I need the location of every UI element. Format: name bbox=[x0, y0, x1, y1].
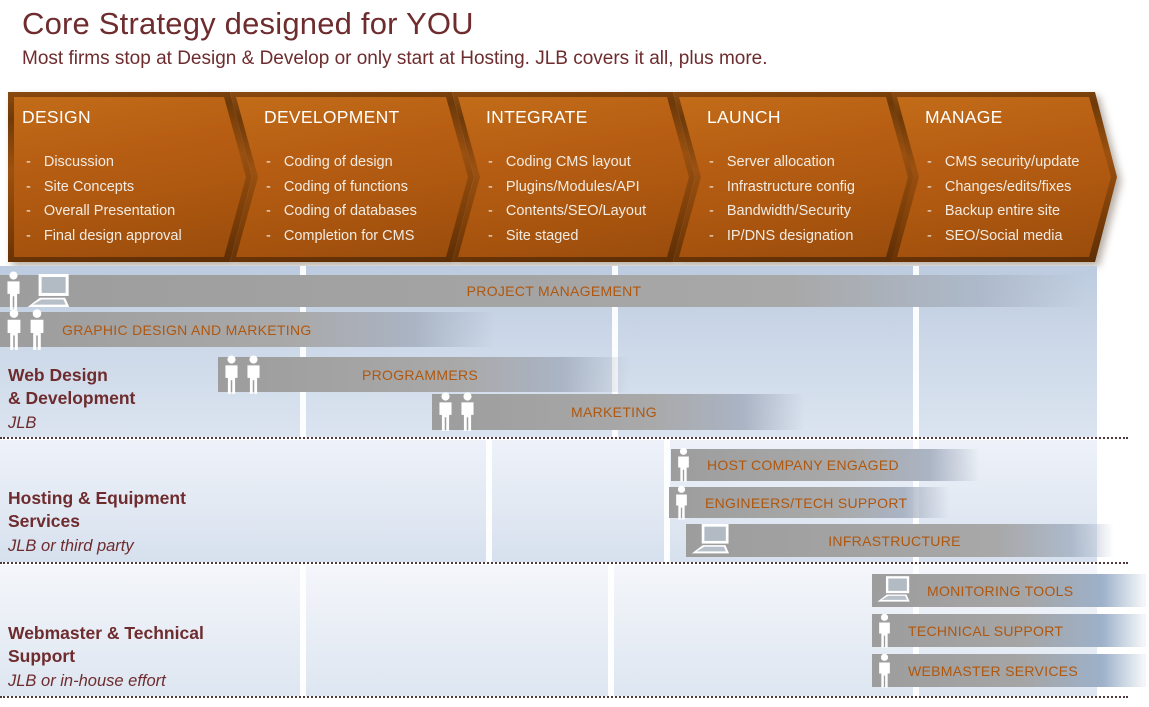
bar-label: PROGRAMMERS bbox=[361, 366, 479, 383]
person-icon bbox=[5, 271, 22, 311]
phase-chevron-launch: LAUNCH Server allocation Infrastructure … bbox=[673, 92, 914, 262]
bar-marketing: MARKETING bbox=[432, 394, 812, 430]
person-icon bbox=[5, 309, 23, 351]
bar-infrastructure: INFRASTRUCTURE bbox=[686, 524, 1118, 557]
bar-label: MONITORING TOOLS bbox=[927, 582, 1074, 599]
phase-chevron-development: DEVELOPMENT Coding of design Coding of f… bbox=[230, 92, 474, 262]
section-note: JLB or third party bbox=[8, 537, 134, 555]
phase-item: Server allocation bbox=[709, 150, 906, 175]
bar-project-management: PROJECT MANAGEMENT bbox=[0, 275, 1097, 307]
person-icon bbox=[459, 392, 476, 432]
phase-item: IP/DNS designation bbox=[709, 224, 906, 249]
phase-item: CMS security/update bbox=[927, 150, 1109, 175]
phase-item: Contents/SEO/Layout bbox=[488, 199, 687, 224]
phase-item: Site Concepts bbox=[26, 175, 244, 200]
section-note: JLB bbox=[8, 414, 37, 432]
person-icon bbox=[877, 653, 892, 689]
divider-dotted bbox=[0, 696, 1128, 698]
person-icon bbox=[877, 613, 892, 649]
phase-item: Coding of functions bbox=[266, 175, 466, 200]
bar-graphic-design-marketing: GRAPHIC DESIGN AND MARKETING bbox=[0, 312, 505, 347]
phase-item: Site staged bbox=[488, 224, 687, 249]
bar-label: MARKETING bbox=[571, 404, 657, 420]
bar-label: GRAPHIC DESIGN AND MARKETING bbox=[62, 321, 312, 338]
bar-engineers-tech-support: ENGINEERS/TECH SUPPORT bbox=[669, 487, 955, 518]
bar-webmaster-services: WEBMASTER SERVICES bbox=[872, 654, 1146, 687]
bar-label: HOST COMPANY ENGAGED bbox=[707, 457, 899, 473]
phase-name: LAUNCH bbox=[707, 107, 781, 127]
phase-item: SEO/Social media bbox=[927, 224, 1109, 249]
phase-name: MANAGE bbox=[925, 107, 1003, 127]
bar-host-company-engaged: HOST COMPANY ENGAGED bbox=[671, 449, 986, 481]
bar-programmers: PROGRAMMERS bbox=[218, 357, 638, 392]
person-icon bbox=[674, 485, 689, 521]
phase-chevron-design: DESIGN Discussion Site Concepts Overall … bbox=[8, 92, 252, 262]
person-icon bbox=[245, 355, 262, 395]
phase-item: Coding of design bbox=[266, 150, 466, 175]
phase-chevron-integrate: INTEGRATE Coding CMS layout Plugins/Modu… bbox=[452, 92, 695, 262]
bar-monitoring-tools: MONITORING TOOLS bbox=[872, 574, 1146, 607]
phase-item: Discussion bbox=[26, 150, 244, 175]
person-icon bbox=[437, 392, 454, 432]
section-label-webmaster: Webmaster & Technical Support JLB or in-… bbox=[8, 622, 204, 693]
bar-label: TECHNICAL SUPPORT bbox=[908, 622, 1064, 639]
computer-icon bbox=[691, 524, 731, 557]
person-icon bbox=[223, 355, 240, 395]
section-label-hosting: Hosting & Equipment Services JLB or thir… bbox=[8, 487, 186, 558]
phase-item: Completion for CMS bbox=[266, 224, 466, 249]
page-title: Core Strategy designed for YOU bbox=[22, 6, 474, 41]
phase-name: DESIGN bbox=[22, 107, 91, 127]
phase-item: Backup entire site bbox=[927, 199, 1109, 224]
computer-icon bbox=[27, 274, 71, 311]
section-label-web-design: Web Design & Development JLB bbox=[8, 364, 135, 435]
phase-item: Bandwidth/Security bbox=[709, 199, 906, 224]
bar-technical-support: TECHNICAL SUPPORT bbox=[872, 614, 1146, 647]
bar-label: ENGINEERS/TECH SUPPORT bbox=[705, 494, 908, 511]
phase-item: Overall Presentation bbox=[26, 199, 244, 224]
computer-icon bbox=[877, 576, 911, 605]
person-icon bbox=[28, 309, 46, 351]
phase-item: Changes/edits/fixes bbox=[927, 175, 1109, 200]
bar-label: PROJECT MANAGEMENT bbox=[466, 283, 642, 299]
phase-name: DEVELOPMENT bbox=[264, 107, 400, 127]
bar-label: WEBMASTER SERVICES bbox=[908, 662, 1079, 679]
phase-item: Coding of databases bbox=[266, 199, 466, 224]
section-note: JLB or in-house effort bbox=[8, 672, 166, 690]
divider-dotted bbox=[0, 562, 1128, 564]
phase-item: Coding CMS layout bbox=[488, 150, 687, 175]
phase-name: INTEGRATE bbox=[486, 107, 588, 127]
person-icon bbox=[676, 447, 691, 483]
phase-item: Plugins/Modules/API bbox=[488, 175, 687, 200]
phase-item: Final design approval bbox=[26, 224, 244, 249]
bar-label: INFRASTRUCTURE bbox=[828, 532, 961, 549]
divider-dotted bbox=[0, 437, 1128, 439]
phase-chevron-manage: MANAGE CMS security/update Changes/edits… bbox=[891, 92, 1117, 262]
phase-item: Infrastructure config bbox=[709, 175, 906, 200]
page-subtitle: Most firms stop at Design & Develop or o… bbox=[22, 48, 768, 69]
